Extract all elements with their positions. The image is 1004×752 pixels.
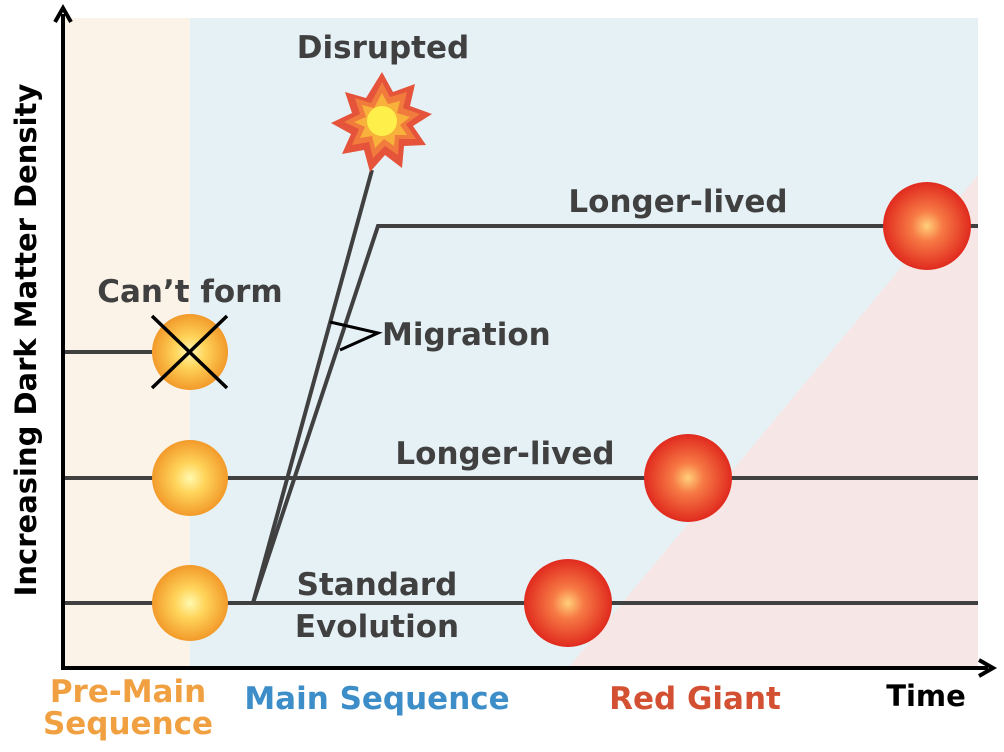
label-standard-line1: Standard — [297, 567, 458, 603]
label-longer-lived-mid: Longer-lived — [395, 436, 614, 472]
cross-mark — [150, 314, 229, 390]
label-longer-lived-top: Longer-lived — [568, 184, 787, 220]
migration-bracket — [329, 320, 383, 352]
star-yellow-standard — [152, 565, 228, 641]
red-giant-mid — [644, 434, 732, 522]
phase-label-pre-main-line2: Sequence — [43, 706, 213, 742]
phase-label-pre-main-line1: Pre-Main — [50, 674, 206, 710]
red-giant-standard — [524, 559, 612, 647]
y-axis-arrowhead — [53, 3, 73, 23]
phase-label-main-sequence: Main Sequence — [244, 681, 509, 717]
explosion-icon — [331, 72, 432, 172]
track-longer-lived-top — [251, 224, 978, 604]
label-migration: Migration — [382, 317, 551, 353]
label-standard-line2: Evolution — [295, 609, 459, 645]
label-disrupted: Disrupted — [297, 30, 469, 66]
track-disrupted — [251, 169, 374, 604]
red-giant-top — [883, 182, 971, 270]
y-axis-title: Increasing Dark Matter Density — [9, 84, 43, 597]
x-axis-arrowhead — [978, 658, 998, 678]
label-cant-form: Can’t form — [97, 274, 283, 310]
red-giant-region — [568, 175, 978, 668]
phase-label-red-giant: Red Giant — [609, 681, 781, 717]
x-axis-title: Time — [886, 679, 966, 713]
star-yellow-mid — [152, 440, 228, 516]
